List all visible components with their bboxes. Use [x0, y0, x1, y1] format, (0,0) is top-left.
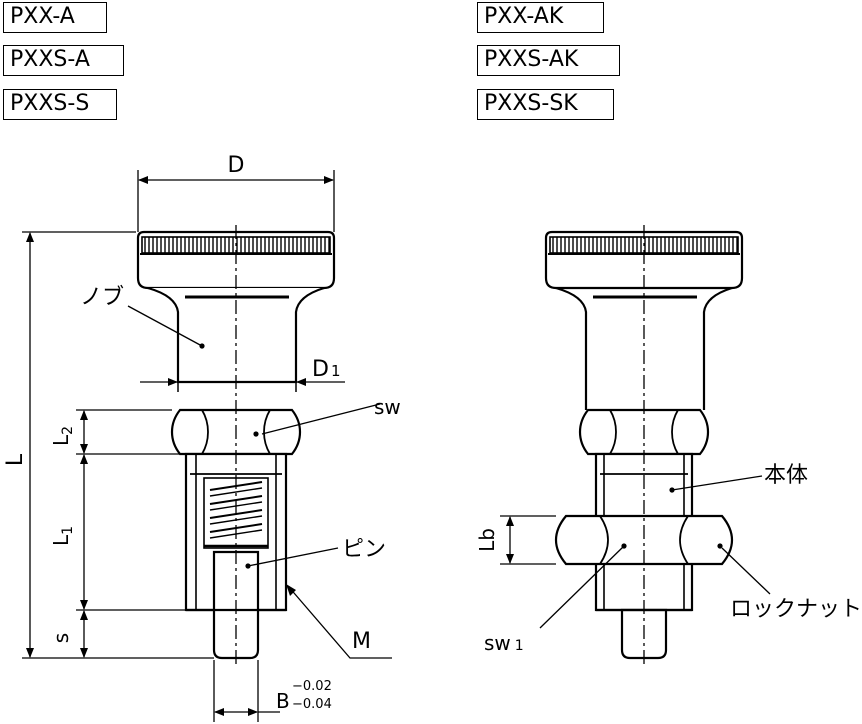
model-tag-pxxs-s: PXXS-S: [3, 89, 117, 120]
left-dimensions: [22, 170, 392, 722]
model-tag-pxxs-ak: PXXS-AK: [477, 45, 620, 76]
dim-B-label: B: [276, 689, 290, 713]
dim-Lb-label: Lb: [475, 528, 499, 552]
dim-M-label: M: [352, 629, 371, 654]
right-dimensions: [500, 475, 771, 629]
dim-B-tol-lower: −0.04: [292, 697, 332, 712]
dim-L1-label: L1: [49, 526, 76, 546]
dim-L-label: L: [3, 453, 28, 466]
part-knob-label: ノブ: [80, 285, 124, 310]
part-body-label: 本体: [764, 463, 808, 488]
model-tag-pxxs-a: PXXS-A: [3, 45, 124, 76]
part-lock-nut-label: ロックナット: [730, 597, 862, 622]
knob-neck-right: [555, 286, 733, 410]
model-tag-pxx-ak: PXX-AK: [477, 2, 604, 33]
part-pin-label: ピン: [342, 537, 386, 562]
model-tag-pxxs-sk: PXXS-SK: [477, 89, 614, 120]
dim-L2-label: L2: [49, 426, 76, 446]
dim-B-tol-upper: −0.02: [292, 679, 332, 694]
dim-s-label: s: [49, 633, 73, 643]
dim-sw-label: sw: [374, 395, 401, 419]
lock-nut: [554, 514, 734, 566]
dim-D-label: D: [228, 153, 245, 178]
model-tag-pxx-a: PXX-A: [3, 2, 107, 33]
